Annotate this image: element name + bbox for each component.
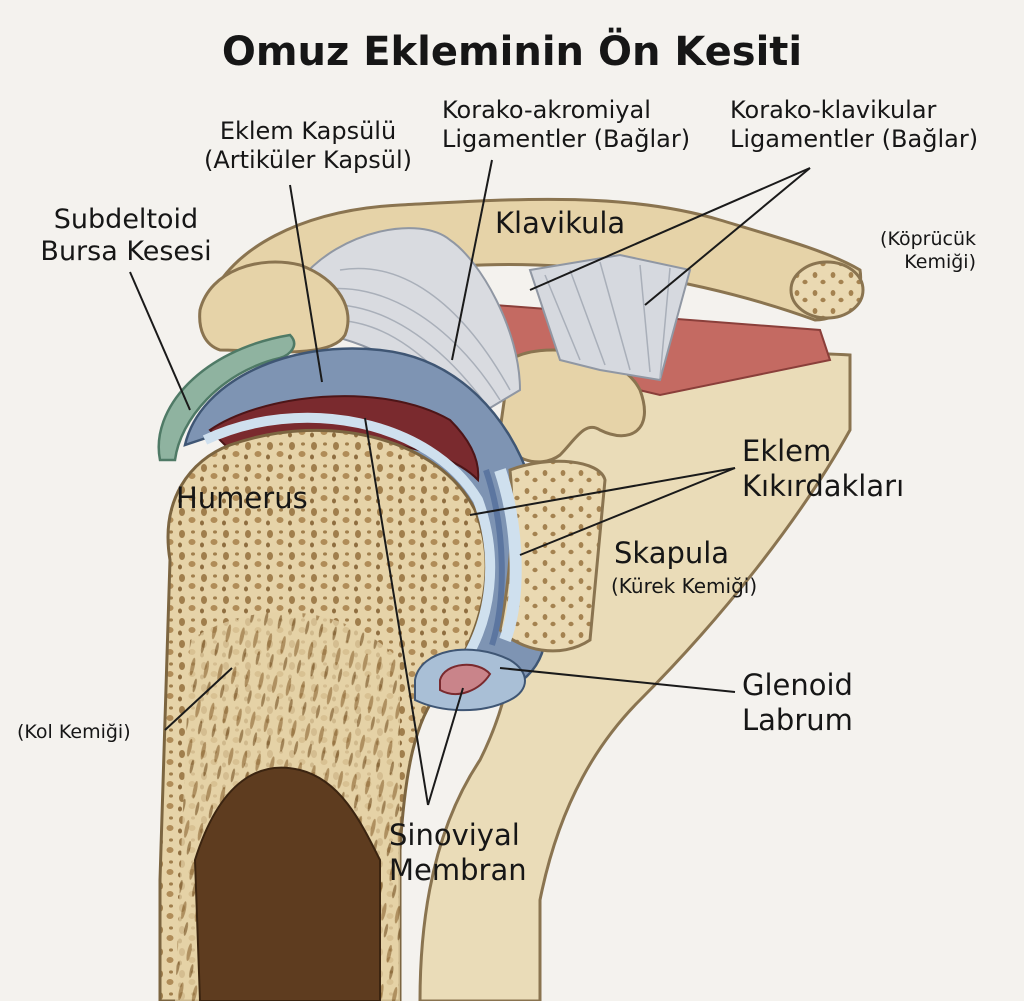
label-eklem-kapsulu-line2: (Artiküler Kapsül): [203, 145, 413, 174]
label-klavikula: Klavikula: [495, 206, 626, 240]
label-kopruck-kemigi-line2: Kemiği): [904, 250, 976, 273]
label-kopruck-kemigi-line1: (Köprücük: [880, 228, 976, 250]
label-humerus: Humerus: [176, 481, 308, 515]
label-korako-akromiyal-line2: Ligamentler (Bağlar): [442, 124, 691, 153]
inferior-synovial-recess: [439, 663, 492, 695]
marrow-cavity: [193, 766, 381, 1001]
label-glenoid-labrum-line2: Labrum: [742, 702, 853, 737]
label-sinoviyal-membran-line1: Sinoviyal: [389, 818, 520, 852]
label-korako-klavikular-line1: Korako-klavikular: [730, 96, 937, 124]
acromion: [198, 260, 350, 354]
label-glenoid-labrum-line1: Glenoid: [742, 668, 853, 702]
label-kol-kemigi: (Kol Kemiği): [17, 721, 131, 743]
leader-lines: [129, 159, 811, 806]
label-korako-akromiyal-line1: Korako-akromiyal: [442, 96, 651, 124]
label-sinoviyal-membran: Sinoviyal Membran: [389, 818, 527, 888]
subdeltoid-bursa: [157, 333, 296, 462]
label-korako-klavikular-line2: Ligamentler (Bağlar): [730, 124, 979, 153]
diagram-title: Omuz Ekleminin Ön Kesiti: [221, 29, 803, 75]
label-skapula: Skapula: [614, 536, 730, 570]
label-kurek-kemigi: (Kürek Kemiği): [611, 574, 758, 598]
label-glenoid-labrum: Glenoid Labrum: [742, 668, 853, 738]
label-eklem-kikirdaklari-line2: Kıkırdakları: [742, 468, 905, 503]
label-korako-klavikular: Korako-klavikular Ligamentler (Bağlar): [730, 96, 978, 154]
glenoid-capsule: [483, 469, 505, 646]
label-eklem-kikirdaklari-line1: Eklem: [742, 434, 832, 468]
label-kopruck-kemigi: (Köprücük Kemiği): [836, 228, 976, 274]
clavicle-cross-section: [789, 260, 865, 320]
label-subdeltoid-line2: Bursa Kesesi: [40, 236, 212, 268]
label-eklem-kapsulu-line1: Eklem Kapsülü: [219, 117, 397, 145]
label-eklem-kapsulu: Eklem Kapsülü (Artiküler Kapsül): [194, 117, 422, 175]
label-korako-akromiyal: Korako-akromiyal Ligamentler (Bağlar): [442, 96, 690, 154]
label-subdeltoid: Subdeltoid Bursa Kesesi: [28, 204, 224, 269]
coraco-clavicular-ligament: [528, 253, 692, 382]
label-eklem-kikirdaklari: Eklem Kıkırdakları: [742, 434, 904, 504]
humerus-articular-cartilage: [202, 412, 496, 663]
label-subdeltoid-line1: Subdeltoid: [53, 204, 199, 235]
glenoid-cartilage: [494, 468, 522, 643]
label-sinoviyal-membran-line2: Membran: [389, 852, 527, 887]
